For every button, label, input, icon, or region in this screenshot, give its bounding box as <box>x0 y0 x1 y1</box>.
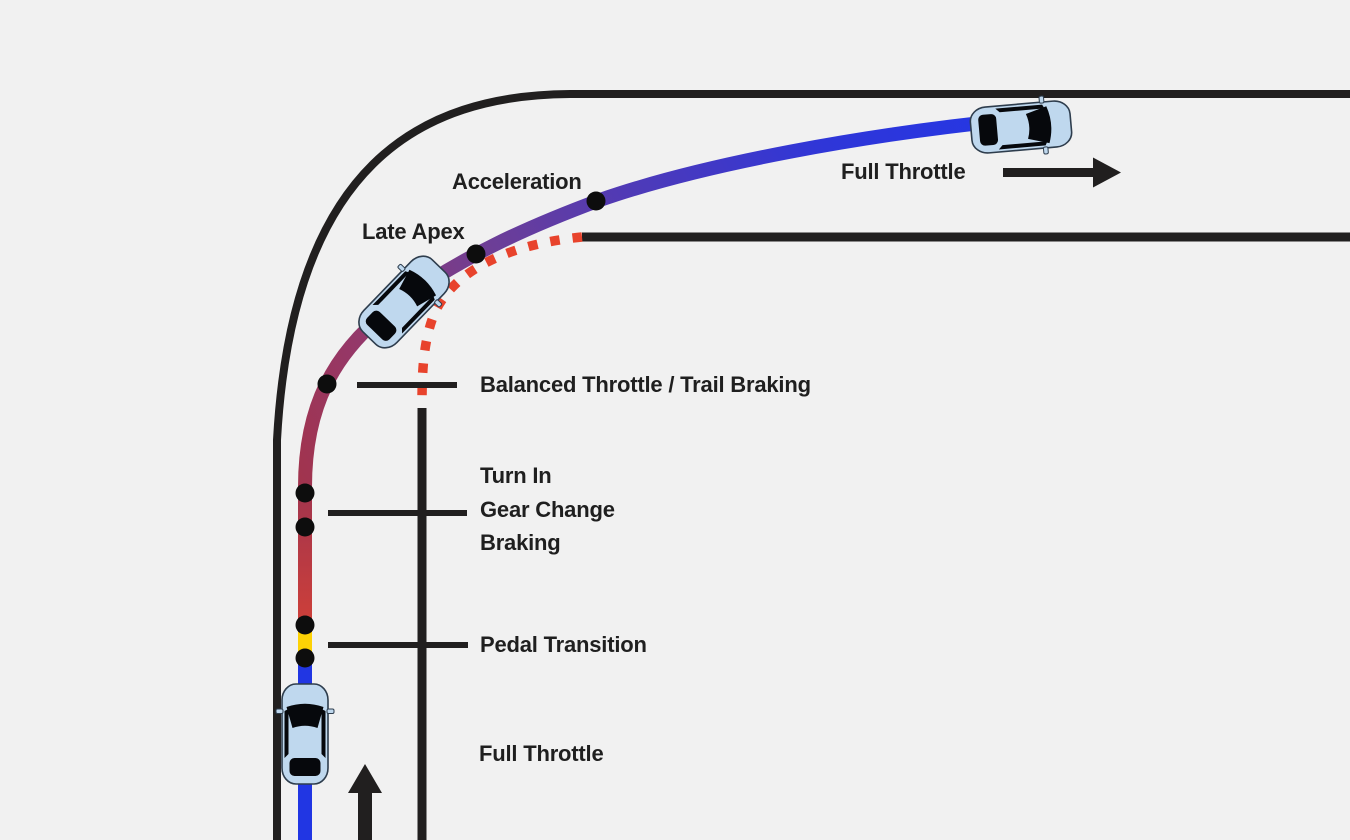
label-gear-change: Gear Change <box>480 497 615 522</box>
racing-line-corner-arc <box>298 110 1047 494</box>
label-acceleration: Acceleration <box>452 169 582 194</box>
waypoint-dot-gear-change <box>295 517 315 537</box>
entry-direction-arrow-icon <box>348 764 382 840</box>
label-full-throttle-exit: Full Throttle <box>841 159 966 184</box>
label-full-throttle-entry: Full Throttle <box>479 741 604 766</box>
waypoint-dot-acceleration <box>586 191 606 211</box>
exit-direction-arrow-icon <box>1003 157 1121 188</box>
label-braking: Braking <box>480 530 561 555</box>
label-balanced-throttle-trail-braking: Balanced Throttle / Trail Braking <box>480 372 811 397</box>
waypoint-dot-balanced-throttle <box>317 374 337 394</box>
label-pedal-transition: Pedal Transition <box>480 632 647 657</box>
label-late-apex: Late Apex <box>362 219 465 244</box>
race-car-entry <box>275 683 335 785</box>
waypoint-dot-turn-in <box>295 483 315 503</box>
label-turn-in: Turn In <box>480 463 552 488</box>
waypoint-dot-pedal-bottom <box>295 648 315 668</box>
outer-track-edge <box>273 90 1350 840</box>
waypoint-dot-late-apex <box>466 244 486 264</box>
waypoint-dot-pedal-top <box>295 615 315 635</box>
